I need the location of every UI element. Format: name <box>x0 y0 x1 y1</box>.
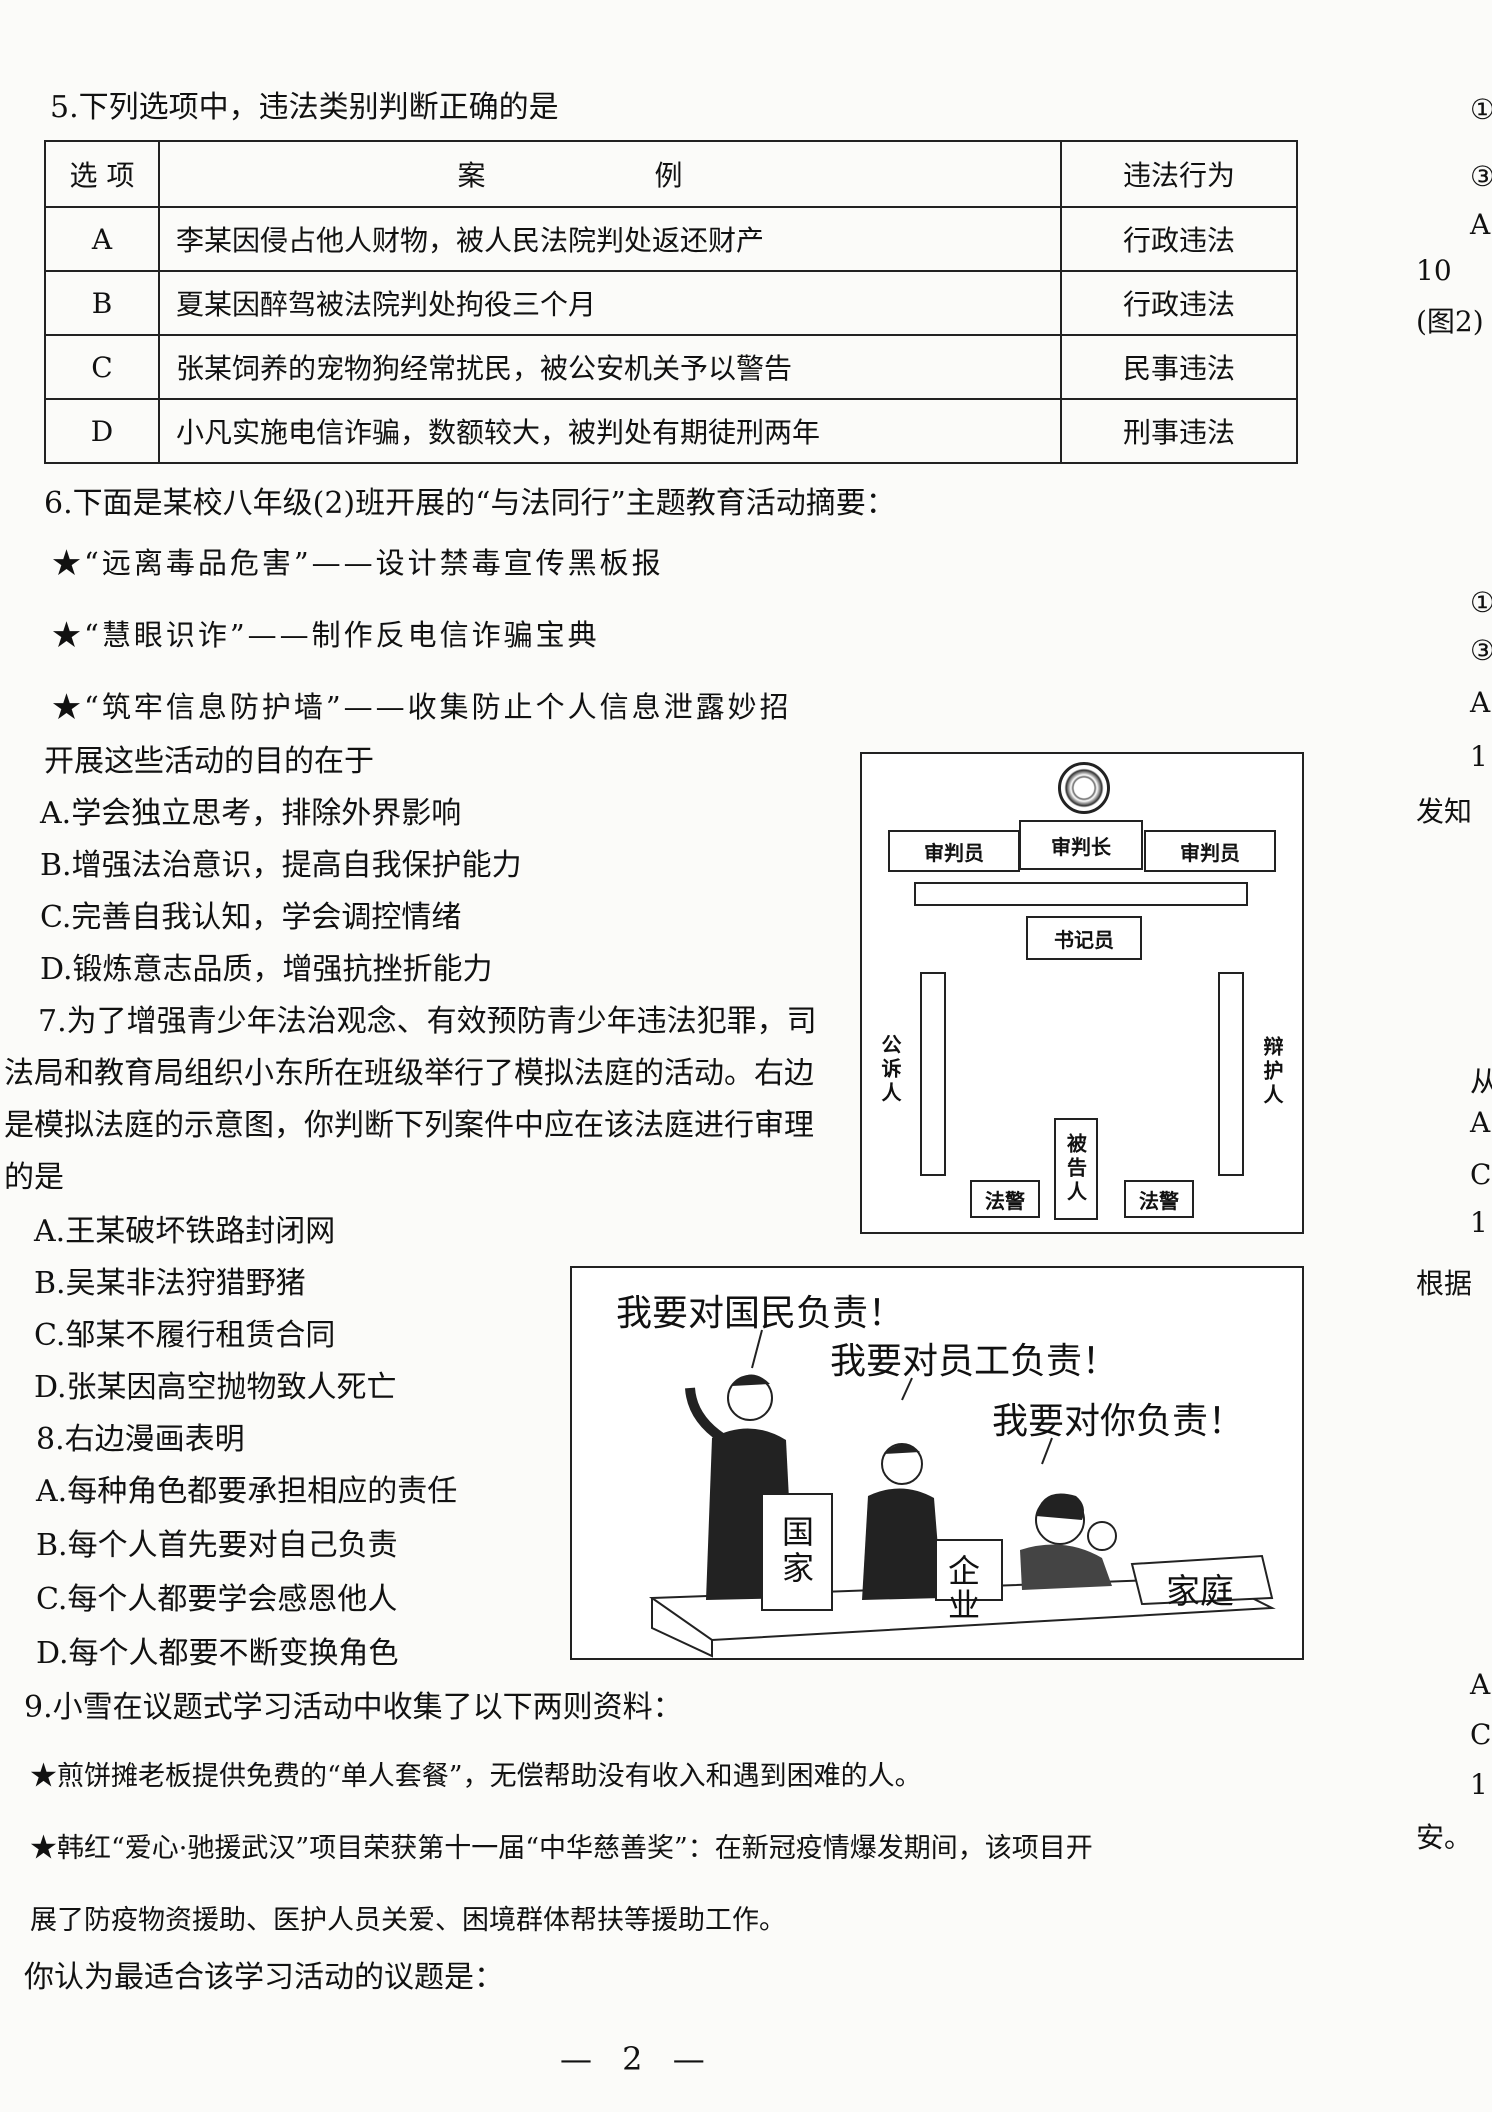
bubble-family: 我要对你负责！ <box>992 1401 1245 1442</box>
row-case: 夏某因醉驾被法院判处拘役三个月 <box>158 270 1062 336</box>
q8-stem: 8.右边漫画表明 <box>36 1422 245 1457</box>
q7-line: 法局和教育局组织小东所在班级举行了模拟法庭的活动。右边 <box>4 1056 814 1091</box>
row-case: 小凡实施电信诈骗，数额较大，被判处有期徒刑两年 <box>158 398 1062 464</box>
defendant-seat: 被告人 <box>1054 1118 1098 1220</box>
q8-option-a: A.每种角色都要承担相应的责任 <box>36 1474 458 1509</box>
chief-judge-seat: 审判长 <box>1019 820 1143 870</box>
judge-right-seat: 审判员 <box>1144 830 1276 872</box>
adjacent-page-fragment: 发知 <box>1416 795 1473 828</box>
adjacent-page-fragment: 1 <box>1470 1206 1488 1239</box>
judge-left-seat: 审判员 <box>888 830 1020 872</box>
podium-nation-label: 国家 <box>782 1513 815 1587</box>
police-right-seat: 法警 <box>1124 1180 1194 1218</box>
adjacent-page-fragment: 安。 <box>1416 1821 1473 1854</box>
q7-line: 7.为了增强青少年法治观念、有效预防青少年违法犯罪，司 <box>38 1004 817 1039</box>
adjacent-page-fragment: 根据 <box>1416 1267 1473 1300</box>
row-type: 刑事违法 <box>1060 398 1298 464</box>
q6-stem: 6.下面是某校八年级(2)班开展的“与法同行”主题教育活动摘要： <box>44 486 896 521</box>
adjacent-page-fragment: 10 <box>1416 254 1452 287</box>
table-row: D 小凡实施电信诈骗，数额较大，被判处有期徒刑两年 刑事违法 <box>44 398 1298 464</box>
clerk-seat: 书记员 <box>1026 916 1142 960</box>
prosecutor-label: 公诉人 <box>878 1034 902 1106</box>
judges-bench <box>914 882 1248 906</box>
q6-question: 开展这些活动的目的在于 <box>44 744 374 779</box>
bubble-enterprise: 我要对员工负责！ <box>830 1341 1119 1382</box>
q7-option-a: A.王某破坏铁路封闭网 <box>34 1214 336 1249</box>
adjacent-page-fragment: 1 <box>1470 740 1488 773</box>
header-type: 违法行为 <box>1060 140 1298 208</box>
row-case: 李某因侵占他人财物，被人民法院判处返还财产 <box>158 206 1062 272</box>
q9-item1: ★煎饼摊老板提供免费的“单人套餐”，无偿帮助没有收入和遇到困难的人。 <box>30 1761 922 1792</box>
q7-line: 是模拟法庭的示意图，你判断下列案件中应在该法庭进行审理 <box>4 1108 814 1143</box>
adjacent-page-fragment: A <box>1470 208 1491 241</box>
adjacent-page-fragment: A <box>1470 1668 1491 1701</box>
adjacent-page-fragment: ③ <box>1470 160 1492 193</box>
row-option: B <box>44 270 160 336</box>
q7-option-c: C.邹某不履行租赁合同 <box>34 1318 336 1353</box>
q8-option-c: C.每个人都要学会感恩他人 <box>36 1582 398 1617</box>
q6-option-a: A.学会独立思考，排除外界影响 <box>40 796 462 831</box>
row-case: 张某饲养的宠物狗经常扰民，被公安机关予以警告 <box>158 334 1062 400</box>
table-row: B 夏某因醉驾被法院判处拘役三个月 行政违法 <box>44 270 1298 336</box>
adjacent-page-fragment: ① <box>1470 586 1492 619</box>
row-type: 行政违法 <box>1060 270 1298 336</box>
adjacent-page-fragment: A <box>1470 1106 1491 1139</box>
adjacent-page-fragment: C <box>1470 1718 1492 1751</box>
row-option: D <box>44 398 160 464</box>
q6-option-d: D.锻炼意志品质，增强抗挫折能力 <box>40 952 493 987</box>
bubble-nation: 我要对国民负责！ <box>616 1293 905 1334</box>
adjacent-page-fragment: (图2) <box>1416 305 1484 338</box>
q7-option-d: D.张某因高空抛物致人死亡 <box>34 1370 397 1405</box>
q9-stem: 9.小雪在议题式学习活动中收集了以下两则资料： <box>24 1690 683 1725</box>
table-row: C 张某饲养的宠物狗经常扰民，被公安机关予以警告 民事违法 <box>44 334 1298 400</box>
page-number: — 2 — <box>560 2040 715 2078</box>
podium-enterprise-label: 企业 <box>948 1552 981 1624</box>
row-option: A <box>44 206 160 272</box>
adjacent-page-fragment: 从 <box>1470 1065 1492 1098</box>
q7-line: 的是 <box>4 1160 64 1195</box>
row-type: 民事违法 <box>1060 334 1298 400</box>
q6-item: ★“筑牢信息防护墙”——收集防止个人信息泄露妙招 <box>52 690 792 724</box>
q5-stem: 5.下列选项中，违法类别判断正确的是 <box>50 90 559 125</box>
q9-item2-line1: ★韩红“爱心·驰援武汉”项目荣获第十一届“中华慈善奖”：在新冠疫情爆发期间，该项… <box>30 1833 1093 1864</box>
prosecutor-desk <box>920 972 946 1176</box>
national-emblem-icon <box>1058 762 1110 814</box>
q6-option-b: B.增强法治意识，提高自我保护能力 <box>40 848 522 883</box>
header-option: 选 项 <box>44 140 160 208</box>
q6-item: ★“远离毒品危害”——设计禁毒宣传黑板报 <box>52 546 664 580</box>
adjacent-page-fragment: 1 <box>1470 1768 1488 1801</box>
table-header-row: 选 项 案 例 违法行为 <box>44 140 1298 208</box>
responsibility-cartoon: 我要对国民负责！ 我要对员工负责！ 我要对你负责！ 国家 企业 家庭 <box>570 1266 1304 1660</box>
adjacent-page-fragment: ③ <box>1470 634 1492 667</box>
defender-label: 辩护人 <box>1260 1036 1284 1108</box>
row-option: C <box>44 334 160 400</box>
adjacent-page-fragment: A <box>1470 686 1491 719</box>
q8-option-d: D.每个人都要不断变换角色 <box>36 1636 399 1671</box>
q9-item2-line2: 展了防疫物资援助、医护人员关爱、困境群体帮扶等援助工作。 <box>30 1905 786 1936</box>
q7-option-b: B.吴某非法狩猎野猪 <box>34 1266 306 1301</box>
podium-family-label: 家庭 <box>1166 1572 1234 1612</box>
cartoon-drawing <box>648 1329 1276 1658</box>
row-type: 行政违法 <box>1060 206 1298 272</box>
q6-option-c: C.完善自我认知，学会调控情绪 <box>40 900 462 935</box>
q9-question: 你认为最适合该学习活动的议题是： <box>24 1960 504 1995</box>
table-row: A 李某因侵占他人财物，被人民法院判处返还财产 行政违法 <box>44 206 1298 272</box>
defender-desk <box>1218 972 1244 1176</box>
q8-option-b: B.每个人首先要对自己负责 <box>36 1528 398 1563</box>
adjacent-page-fragment: ① <box>1470 93 1492 126</box>
adjacent-page-fragment: C <box>1470 1158 1492 1191</box>
q6-item: ★“慧眼识诈”——制作反电信诈骗宝典 <box>52 618 600 652</box>
q5-table: 选 项 案 例 违法行为 A 李某因侵占他人财物，被人民法院判处返还财产 行政违… <box>44 140 1298 464</box>
header-case: 案 例 <box>158 140 1062 208</box>
courtroom-diagram: 审判员 审判长 审判员 书记员 公诉人 辩护人 被告人 法警 法警 <box>860 752 1304 1234</box>
police-left-seat: 法警 <box>970 1180 1040 1218</box>
